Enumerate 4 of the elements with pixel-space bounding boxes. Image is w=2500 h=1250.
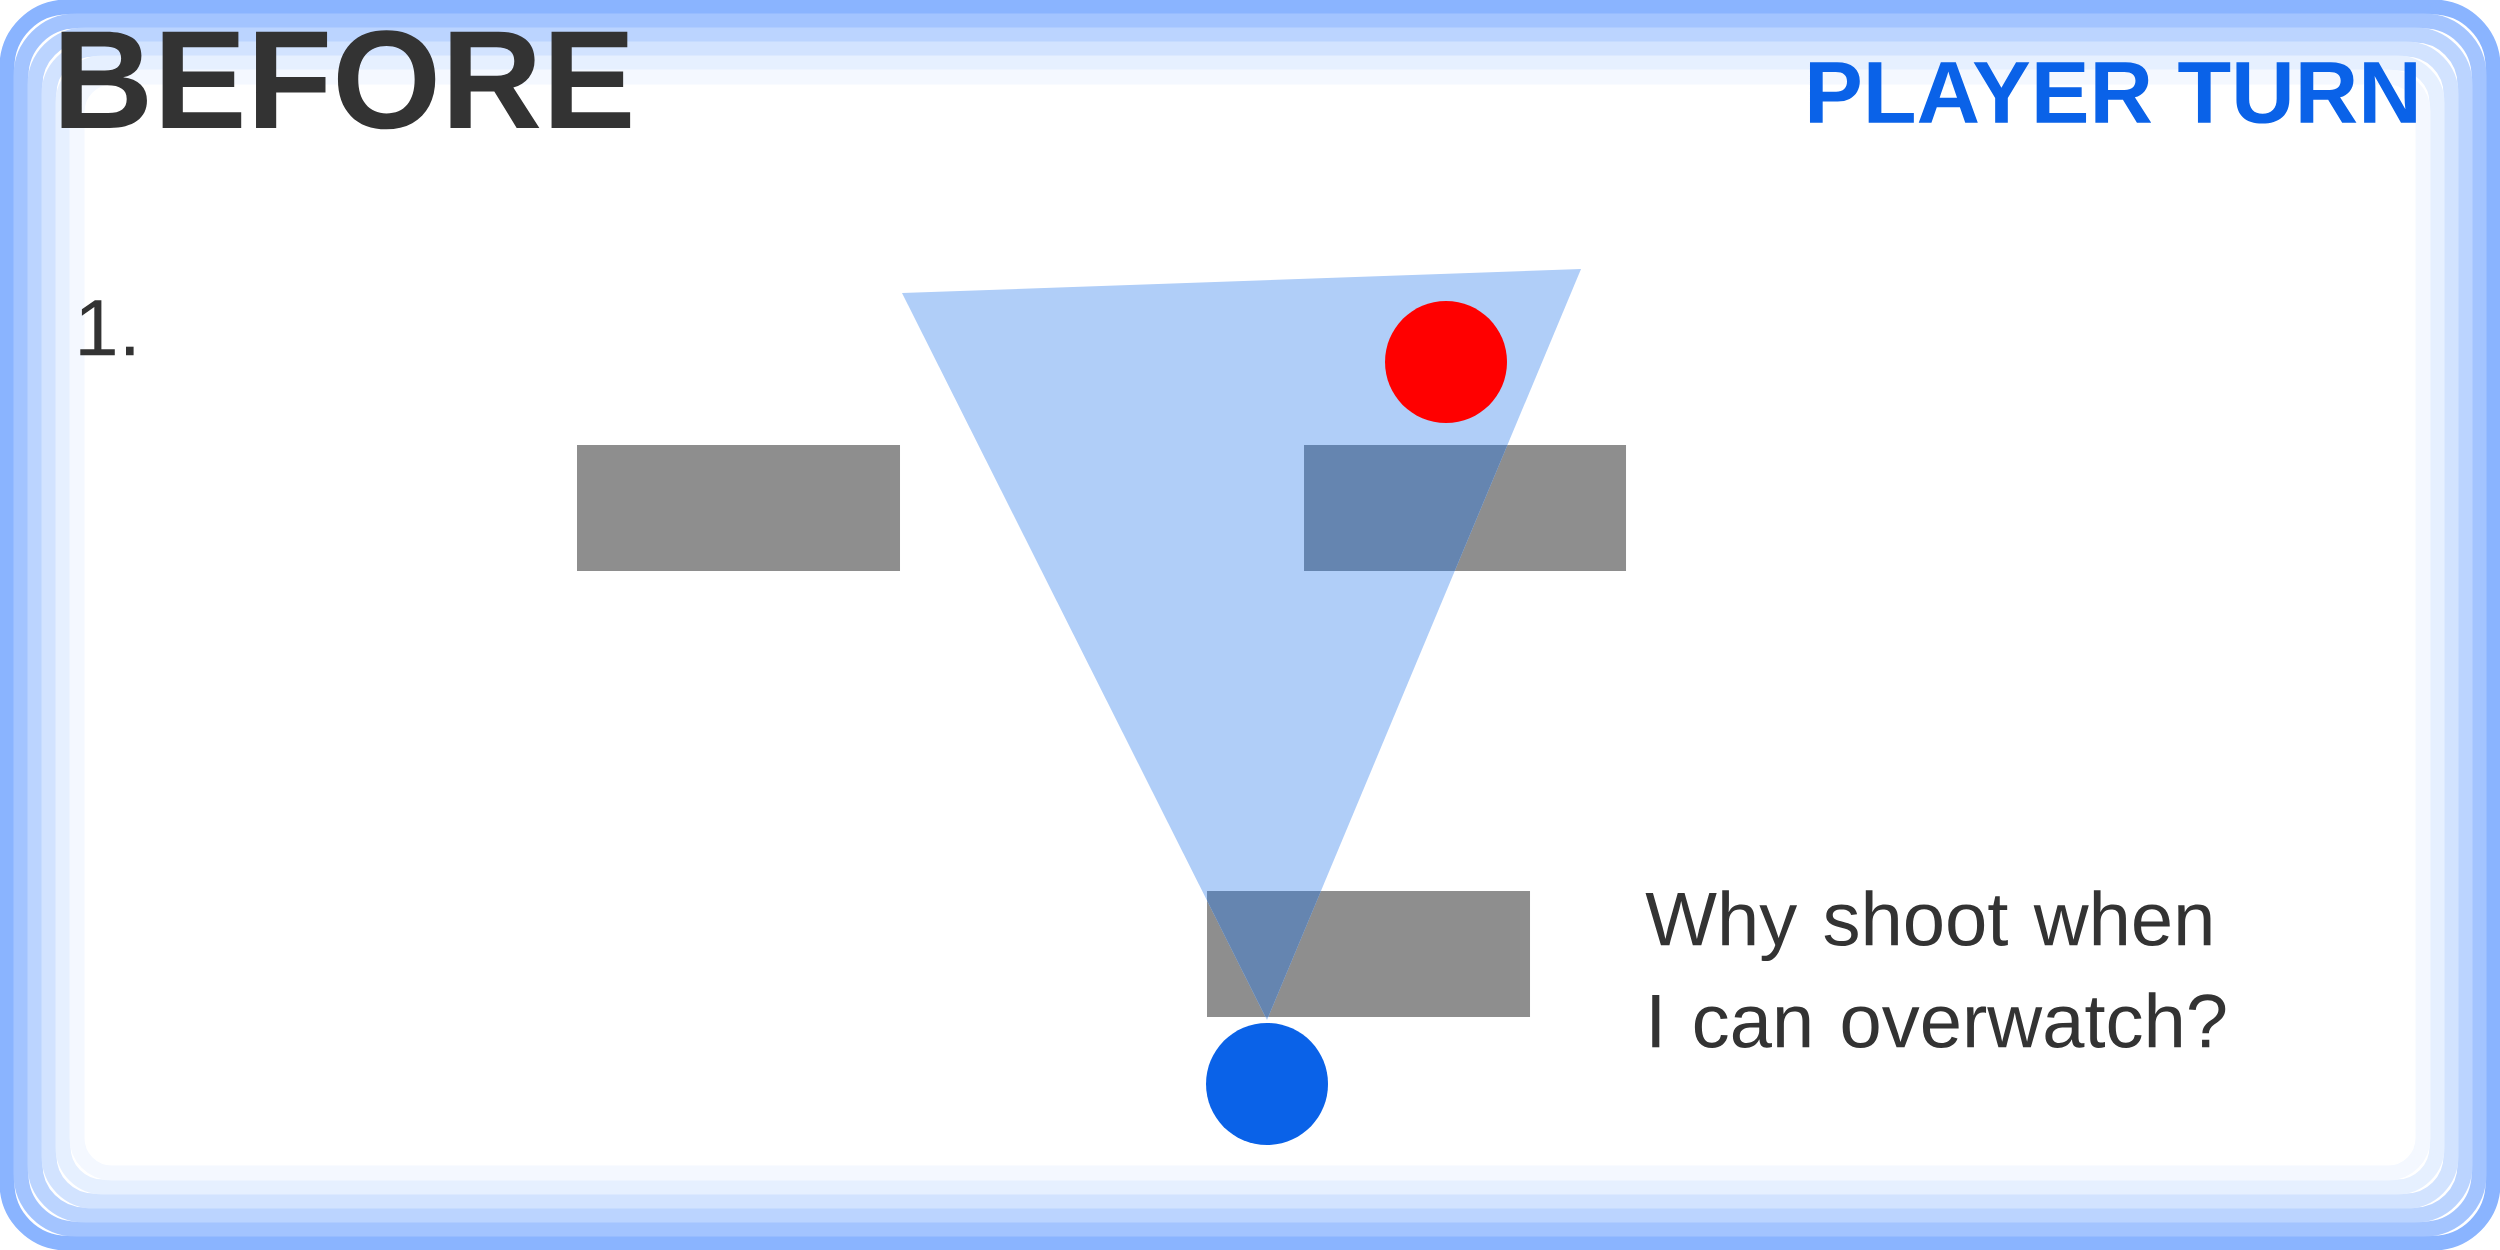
turn-label: PLAYER TURN (1810, 62, 2416, 124)
title: BEFORE (61, 30, 631, 130)
step-number: 1. (80, 300, 134, 356)
thought-text: Why shoot when I can overwatch? (1645, 890, 2226, 1048)
